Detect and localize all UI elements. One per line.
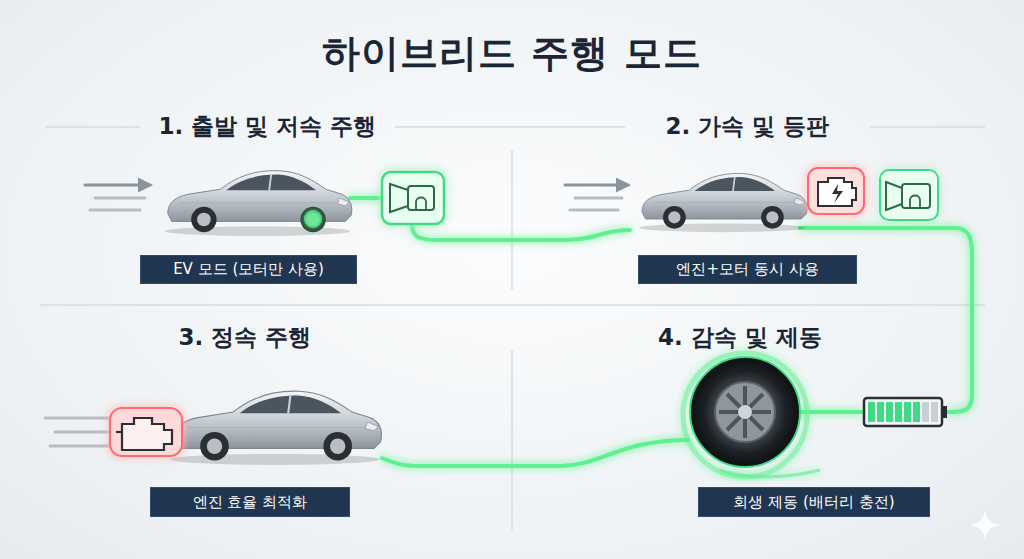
engine-icon — [110, 408, 182, 456]
mode-label-box: EV 모드 (모터만 사용) — [140, 255, 357, 284]
wheel-highlight — [304, 210, 322, 228]
mode-label-text: 엔진 효율 최적화 — [193, 493, 308, 512]
section-heading: 1. 출발 및 저속 주행 — [140, 111, 395, 142]
mode-label-text: 회생 제동 (배터리 충전) — [733, 493, 894, 512]
car-illustration — [639, 173, 807, 232]
engine-icon — [808, 168, 864, 214]
mode-label-box: 엔진+모터 동시 사용 — [638, 255, 857, 284]
car-illustration — [171, 391, 382, 465]
mode-label-box: 회생 제동 (배터리 충전) — [698, 487, 930, 517]
energy-flow — [350, 198, 972, 466]
car-illustration — [165, 171, 352, 236]
sparkle-mark — [970, 510, 1000, 540]
mode-label-text: EV 모드 (모터만 사용) — [173, 260, 324, 279]
tire-illustration — [683, 353, 820, 477]
section-heading: 3. 정속 주행 — [150, 322, 340, 353]
motor-icon — [382, 172, 444, 224]
battery-icon — [864, 398, 947, 426]
mode-label-text: 엔진+모터 동시 사용 — [676, 260, 818, 279]
mode-label-box: 엔진 효율 최적화 — [150, 487, 350, 517]
section-heading: 4. 감속 및 제동 — [620, 322, 860, 353]
diagram-title: 하이브리드 주행 모드 — [0, 28, 1024, 79]
motor-icon — [880, 170, 938, 220]
divider-lines — [40, 127, 985, 530]
section-heading: 2. 가속 및 등판 — [625, 111, 870, 142]
